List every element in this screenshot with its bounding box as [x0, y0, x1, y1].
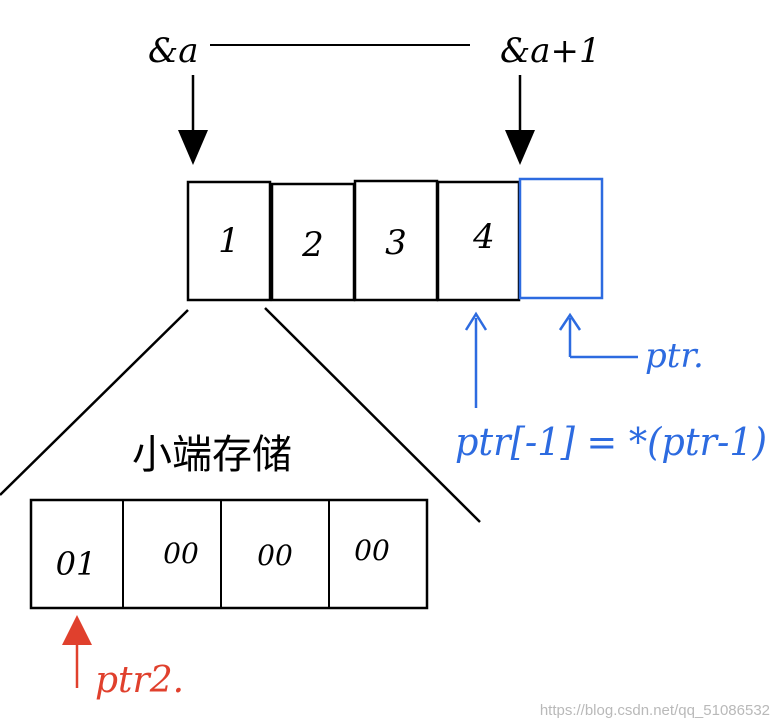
byte-cell-value: 00 [354, 534, 390, 567]
array-cell-value: 3 [385, 223, 407, 263]
expansion-line-right [264, 307, 481, 523]
array-cell-value: 1 [218, 221, 240, 261]
ptr-label: ptr. [645, 336, 704, 376]
watermark: https://blog.csdn.net/qq_51086532 [539, 702, 770, 719]
arrow-up-ptr2 [62, 615, 92, 688]
array-cells: 1 2 3 4 [186, 177, 604, 302]
arrow-down-a [178, 75, 208, 165]
byte-cells: 01 00 00 00 [29, 498, 429, 610]
array-cell-value: 2 [301, 225, 324, 265]
address-a-plus-1-label: &a+1 [500, 31, 601, 71]
array-cell-past-end [518, 177, 604, 300]
little-endian-label: 小端存储 [132, 432, 292, 478]
byte-cell-frame [29, 498, 429, 610]
ptr2-label: ptr2. [95, 660, 184, 701]
array-cell-1 [186, 180, 272, 302]
byte-cell-value: 01 [56, 545, 97, 583]
byte-cell-value: 00 [163, 537, 199, 570]
array-cell-value: 4 [472, 217, 495, 257]
ptr-minus-1-expression: ptr[-1] = *(ptr-1) [455, 420, 767, 464]
expansion-line-left [0, 309, 189, 496]
address-a-label: &a [148, 31, 199, 71]
arrow-up-ptr-minus-1 [464, 311, 488, 408]
arrow-down-a-plus-1 [505, 75, 535, 165]
arrow-ptr [558, 312, 638, 359]
byte-cell-value: 00 [257, 539, 293, 572]
